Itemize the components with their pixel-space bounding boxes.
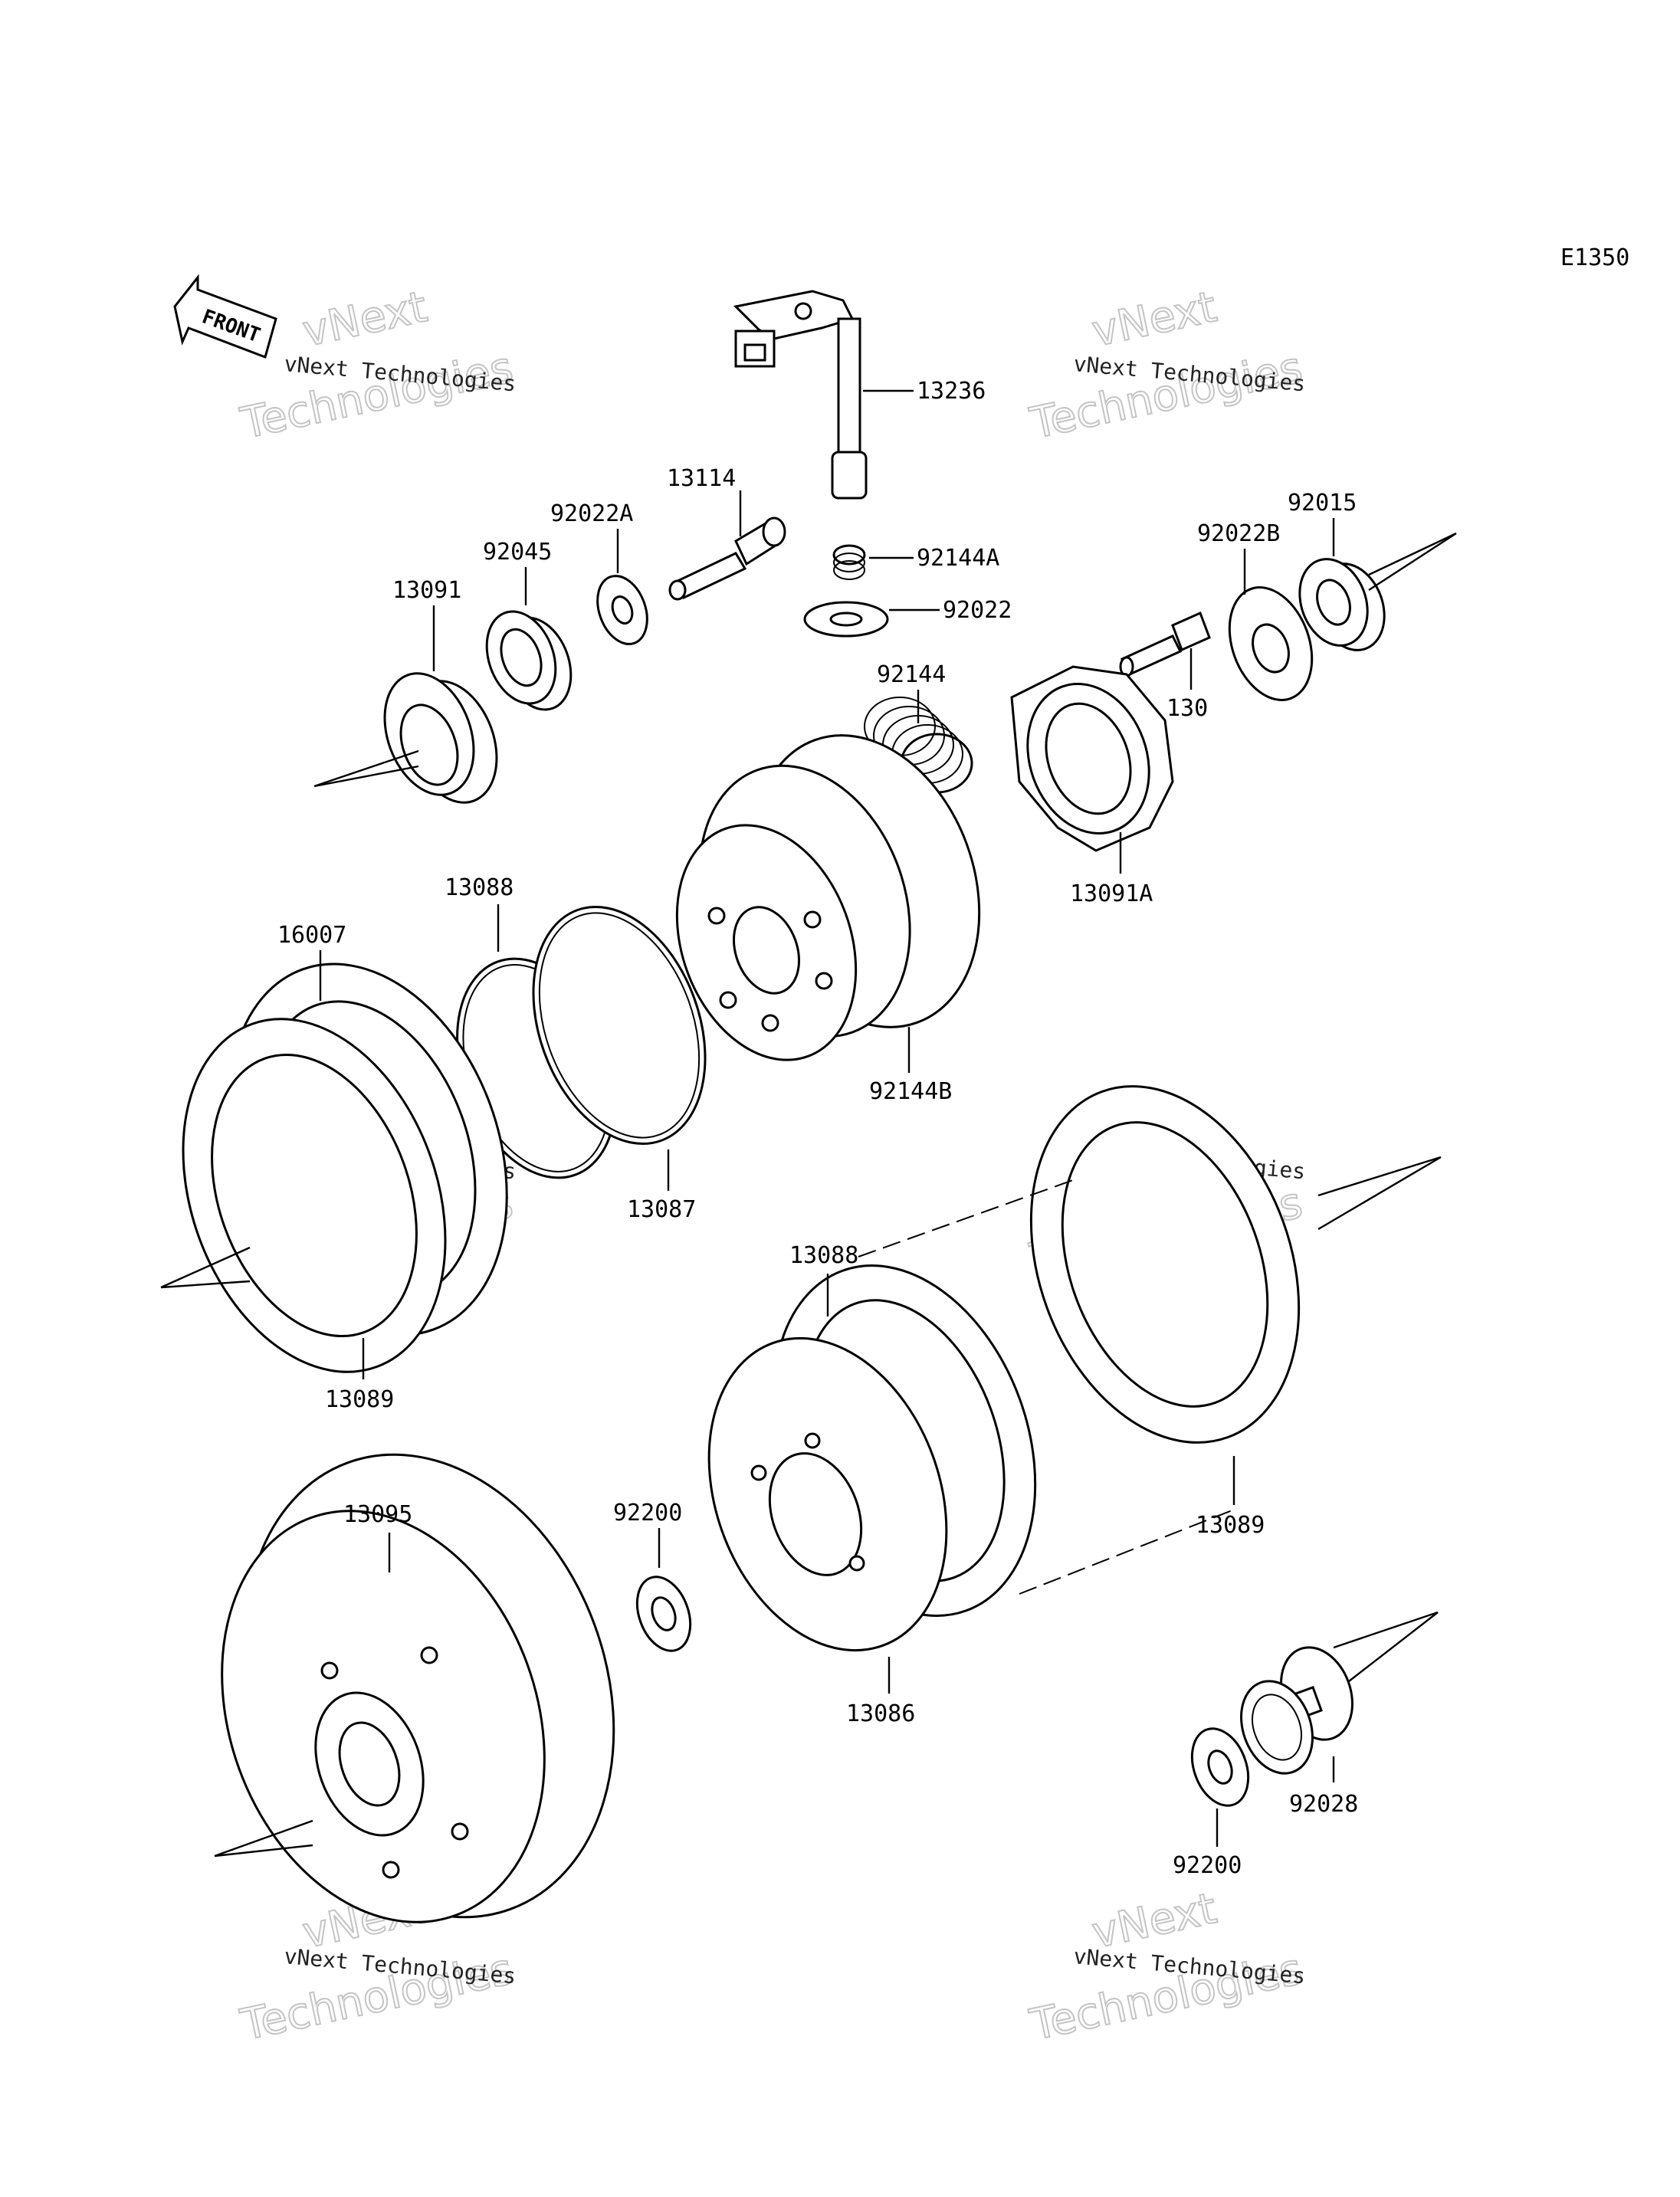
watermark-6: vNext Technologies vNext Technologies — [1025, 1883, 1307, 2051]
label-92015: 92015 — [1288, 490, 1357, 516]
label-92200-right: 92200 — [1173, 1852, 1242, 1879]
part-92045-bearing — [485, 610, 573, 711]
part-16007-ring — [532, 905, 707, 1146]
part-13086-clutch-boss — [707, 1336, 948, 1652]
label-130: 130 — [1166, 695, 1208, 722]
part-92022-washer — [803, 601, 889, 638]
label-92144: 92144 — [877, 661, 946, 688]
label-13087: 92144B — [869, 1078, 952, 1105]
label-92200-middle: 92200 — [613, 1500, 682, 1526]
label-92022: 92022 — [943, 597, 1012, 624]
label-13089-left: 13089 — [325, 1386, 394, 1413]
svg-text:vNext: vNext — [1088, 282, 1221, 357]
label-92144A: 92144A — [917, 545, 999, 572]
label-13236: 13236 — [917, 378, 986, 405]
part-130-bolt — [1119, 611, 1211, 677]
part-92200-washer-middle — [635, 1576, 692, 1652]
part-13087-clutch-hub — [675, 734, 981, 1061]
part-13236-release-shaft — [733, 290, 868, 500]
part-92022A-washer — [596, 575, 648, 645]
part-13114-pushrod — [668, 516, 786, 601]
part-92028-collar — [1240, 1646, 1354, 1775]
part-13089-steel-plate-right — [1029, 1085, 1301, 1444]
label-92144B: 13088 — [445, 874, 514, 901]
svg-text:vNext: vNext — [298, 282, 431, 357]
diagram-code: E1350 — [1560, 244, 1629, 271]
front-arrow-icon: FRONT — [173, 274, 277, 359]
watermark-1: vNext Technologies vNext Technologies — [235, 281, 517, 450]
part-92022B-washer — [1228, 586, 1314, 701]
label-92028: 92028 — [1289, 1791, 1358, 1818]
label-92045: 92045 — [483, 539, 552, 566]
part-92144A-spring — [832, 544, 866, 580]
part-92200-washer-right — [1190, 1727, 1250, 1807]
label-13086: 13086 — [846, 1700, 915, 1727]
part-13091-cover-bearing — [383, 672, 498, 804]
label-13091A: 13091A — [1070, 880, 1153, 907]
part-92015-nut — [1298, 558, 1386, 651]
label-13089-right: 13089 — [1196, 1512, 1265, 1539]
label-13095: 13095 — [343, 1501, 412, 1528]
watermark-2: vNext Technologies vNext Technologies — [1025, 281, 1307, 450]
part-13095-clutch-housing-gear — [221, 1453, 615, 1923]
label-13114: 13114 — [667, 465, 736, 492]
label-13091: 13091 — [392, 577, 461, 604]
label-13088-left: 16007 — [277, 922, 346, 949]
label-13088-right: 13088 — [789, 1242, 858, 1269]
label-16007: 13087 — [627, 1196, 696, 1223]
label-92022B: 92022B — [1197, 520, 1280, 547]
label-92022A: 92022A — [550, 500, 633, 527]
part-13089-steel-plate-left — [182, 1018, 447, 1373]
part-13091A-pressure-plate — [1010, 665, 1174, 852]
